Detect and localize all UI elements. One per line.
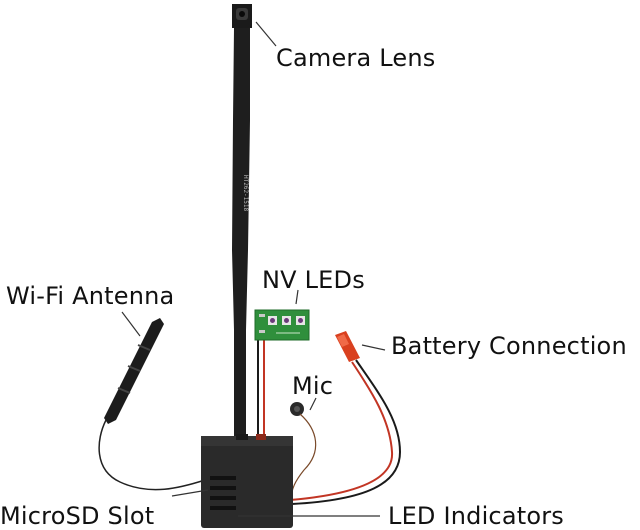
leader-wifi-antenna [122,312,140,336]
leader-camera-lens [256,22,276,46]
nv-led-board [255,310,309,340]
label-battery-connection: Battery Connection [391,332,627,360]
camera-lens-part [232,4,252,28]
led-board-wires [258,340,264,436]
wifi-antenna-part [99,318,205,490]
ribbon-cable [232,28,250,438]
ribbon-print-text: HT262-1518 [242,175,249,212]
label-mic: Mic [292,372,333,400]
label-nv-leds: NV LEDs [262,266,365,294]
label-microsd-slot: MicroSD Slot [0,502,154,530]
battery-connector-part [290,331,400,504]
label-camera-lens: Camera Lens [276,44,435,72]
label-led-indicators: LED Indicators [388,502,564,530]
leader-battery [362,345,385,350]
mic-part [290,402,316,500]
main-module [201,434,293,528]
label-wifi-antenna: Wi-Fi Antenna [6,282,174,310]
